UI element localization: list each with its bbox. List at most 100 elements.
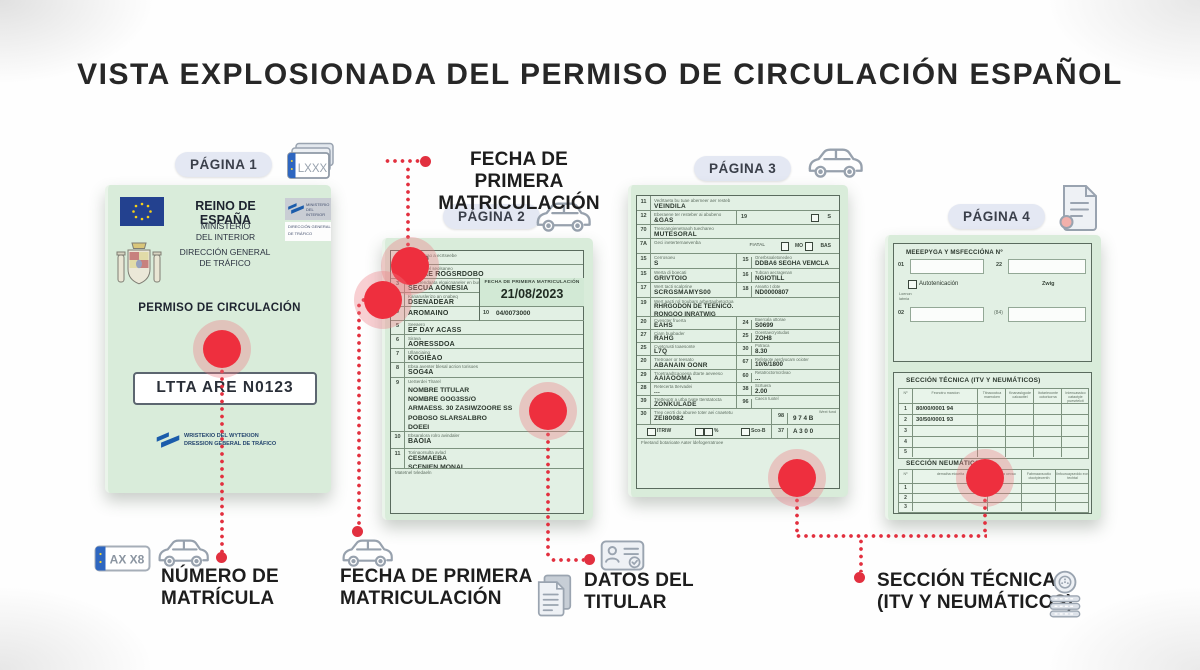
row-value: DSENADEAR <box>408 298 455 306</box>
row-label: Vedrtaeta bu tuae aberneer aer resteb <box>654 197 731 203</box>
row-label: Trep cecrti do aburee toter aei cnaetetu <box>654 409 733 415</box>
row-num: 15 <box>637 253 651 268</box>
pagina-4-pill: PÁGINA 4 <box>948 204 1046 229</box>
connector-dot <box>216 552 227 563</box>
table-row: 3 <box>899 502 1088 511</box>
inline-label: FIATAL <box>749 243 765 248</box>
row-value-line: RHRGODON DE TEENICO. <box>654 303 734 310</box>
row-num: 2 <box>904 416 907 423</box>
table-header-row: Nº Fecnotru marcion Titnaooctca maeroken… <box>899 389 1089 405</box>
checkbox-label: Autotenicación <box>919 280 959 287</box>
checkbox <box>908 280 917 289</box>
coat-of-arms-icon <box>116 242 162 285</box>
eu-flag-icon <box>120 197 164 226</box>
cell-value: NGIOTILL <box>755 274 785 282</box>
cell-empty <box>1033 414 1062 425</box>
input-field <box>1008 259 1086 274</box>
row-value: ESKAE ROGSRDOBO <box>408 270 484 278</box>
input-field <box>910 307 984 322</box>
row-num: 1 <box>904 485 907 491</box>
cell-value: ... <box>755 374 761 382</box>
row-num: 4 <box>904 438 907 445</box>
row-value: SECUA AONESIA <box>408 284 469 292</box>
row-label: Retecerta ttervadei <box>654 383 693 389</box>
dgt-line: DE TRÁFICO <box>199 258 251 269</box>
cell-empty <box>1061 425 1089 436</box>
dgt-line: DIRECCIÓN GENERAL <box>179 247 271 257</box>
row-value: VEINDILA <box>654 202 686 210</box>
row-value: GRIVTOIO <box>654 274 688 282</box>
checkbox <box>647 427 656 436</box>
callout-seccion-tecnica: SECCIÓN TÉCNICA (ITV Y NEUMÁTICOS) <box>877 570 1073 614</box>
row-label: Barecrendaata elgaicnaneler en busro cna… <box>408 279 479 285</box>
connector-line <box>546 431 550 559</box>
checkbox-label: BAS <box>820 242 831 249</box>
cell-empty <box>1005 414 1034 425</box>
row-value-line: SCENIEN MONAL <box>408 464 466 469</box>
callout-fecha-top: FECHA DE PRIMERA MATRICULACIÓN <box>433 149 605 215</box>
form-row: 12 Eberaene ter resteber ai abubeno &GAS… <box>637 210 839 225</box>
cell-num: 24 <box>740 319 752 329</box>
cell-value: ZOH8 <box>755 334 772 342</box>
cell-label: Tubcan aecragenan <box>755 269 793 275</box>
cell-value: 2.00 <box>755 387 768 395</box>
input-field <box>1008 307 1086 322</box>
field-num: 22 <box>996 262 1003 268</box>
callout-line: DATOS DEL <box>584 570 694 591</box>
cell-empty <box>977 436 1006 447</box>
callout-line: MATRICULACIÓN <box>438 193 600 215</box>
row-label: Werta di boecati <box>654 269 687 275</box>
row-value: MUTESORAL <box>654 230 697 238</box>
field-num: 02 <box>898 310 905 316</box>
row-label: Trencangienetnaoh tuechareo <box>654 225 714 231</box>
cell-divider <box>736 369 737 382</box>
table-row: 2 30/50/0001 93 <box>899 414 1088 428</box>
row-num: 2 <box>904 494 907 501</box>
cell-empty <box>977 447 1006 457</box>
row-num: 17 <box>637 282 651 297</box>
cell-divider <box>736 355 737 369</box>
connector-line <box>220 368 224 553</box>
titular-line: DOEEI <box>408 423 430 431</box>
checkbox <box>810 213 819 222</box>
checkbox-label: Sco-B <box>751 428 766 434</box>
ministry-line: MINISTERIO <box>200 221 251 231</box>
col-header: Inienuasstco cataotyle puesrtelcti <box>1061 389 1089 405</box>
cell-empty <box>1005 447 1034 457</box>
checkbox-label: MO <box>794 242 803 249</box>
checkbox <box>780 242 789 251</box>
fecha-matriculacion-box: FECHA DE PRIMERA MATRICULACIÓN 21/08/202… <box>479 278 584 307</box>
cell-empty <box>1055 493 1089 502</box>
cell-value: A 3 0 0 <box>793 428 814 435</box>
cell-label: Wext fund <box>818 410 836 414</box>
cell-label: Baercala uttorae <box>755 317 786 322</box>
footer-org-text: WRISTEKIO DEL WYTEKION DRESSION GEBERAL … <box>184 432 276 449</box>
cell-num: 98 <box>775 412 788 424</box>
cell-num: 38 <box>740 385 752 395</box>
connector-line <box>357 302 361 526</box>
cell-empty <box>1055 502 1089 511</box>
row-num: 3 <box>904 503 907 510</box>
callout-line: (ITV Y NEUMÁTICOS) <box>877 592 1074 614</box>
tire-icon <box>1046 570 1084 618</box>
row-label: Wert tacti scalprine <box>654 283 693 289</box>
row-value-multiline: CESMAEBA SCENIEN MONAL <box>408 454 466 469</box>
dgt-title: DIRECCIÓN GENERAL DE TRÁFICO <box>160 247 290 269</box>
table-row: 3 <box>899 425 1088 437</box>
connector-dot <box>584 554 595 565</box>
row-label: UeSerdei Tlrarel <box>408 378 441 384</box>
row-num: 30 <box>637 408 651 424</box>
dgt-logo-icon <box>287 201 305 216</box>
row-value: AROMAINO <box>408 310 449 317</box>
callout-line: NÚMERO DE <box>161 566 279 587</box>
cell-num: 37 <box>775 428 788 438</box>
note-line: Loenon <box>899 292 912 296</box>
